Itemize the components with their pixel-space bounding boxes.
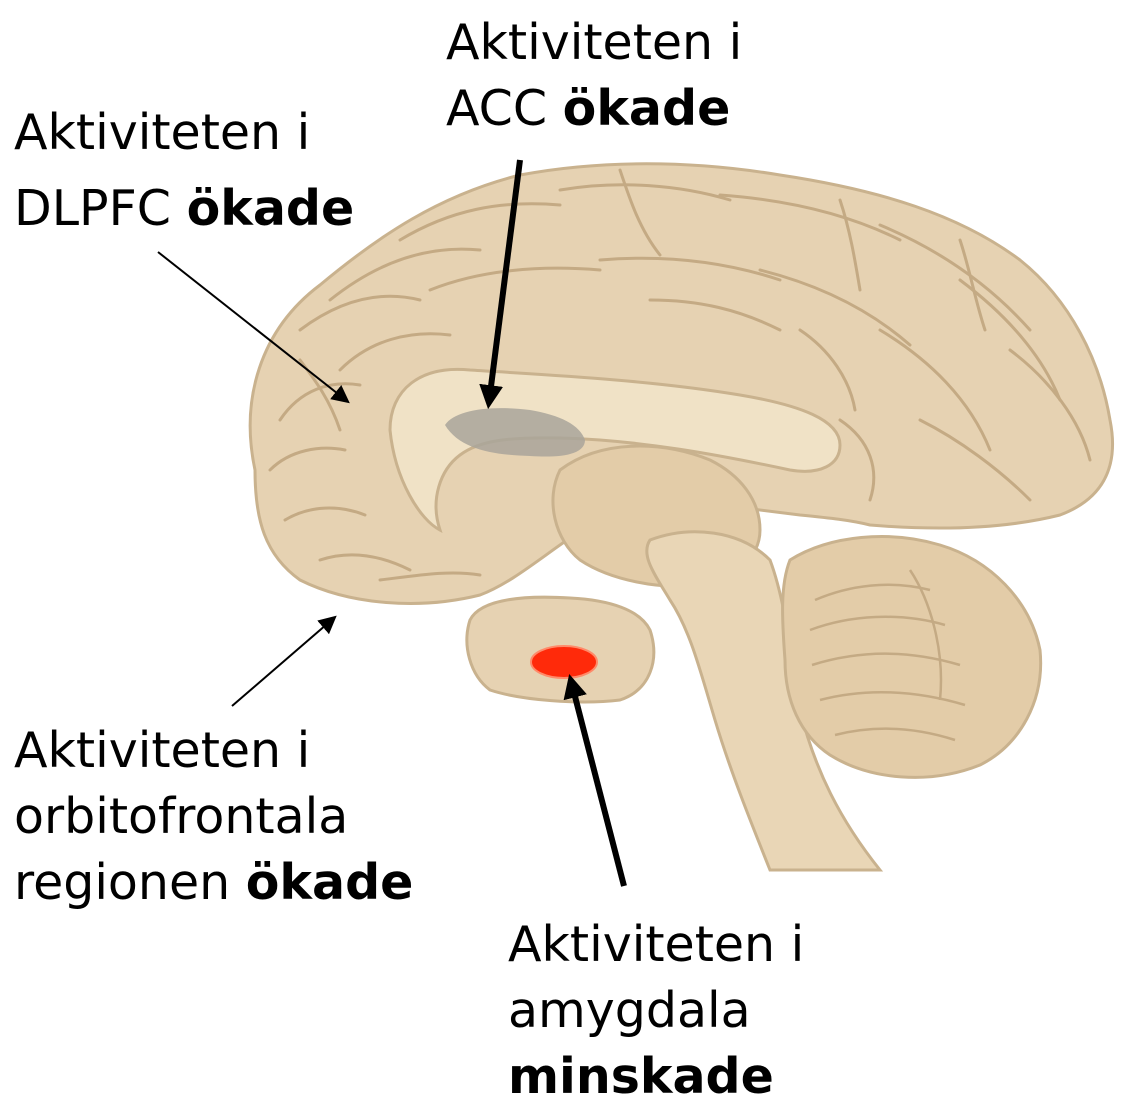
label-amygdala-line2: amygdala	[508, 978, 804, 1044]
label-orbito-line3: regionen ökade	[14, 850, 413, 916]
label-orbito-line1: Aktiviteten i	[14, 718, 413, 784]
label-orbito-line2: orbitofrontala	[14, 784, 413, 850]
arrow-amygdala	[571, 681, 624, 886]
amygdala-marker	[531, 646, 597, 678]
label-acc: Aktiviteten i ACC ökade	[446, 10, 742, 142]
label-amygdala-line1: Aktiviteten i	[508, 912, 804, 978]
label-acc-line1: Aktiviteten i	[446, 10, 742, 76]
label-dlpfc-line2: DLPFC ökade	[14, 176, 354, 242]
label-orbitofrontal: Aktiviteten i orbitofrontala regionen ök…	[14, 718, 413, 916]
label-amygdala-line3: minskade	[508, 1044, 804, 1110]
label-dlpfc: Aktiviteten i DLPFC ökade	[14, 100, 354, 242]
label-amygdala: Aktiviteten i amygdala minskade	[508, 912, 804, 1110]
label-dlpfc-line1: Aktiviteten i	[14, 100, 354, 166]
label-acc-line2: ACC ökade	[446, 76, 742, 142]
arrow-orbitofrontal	[232, 618, 334, 706]
